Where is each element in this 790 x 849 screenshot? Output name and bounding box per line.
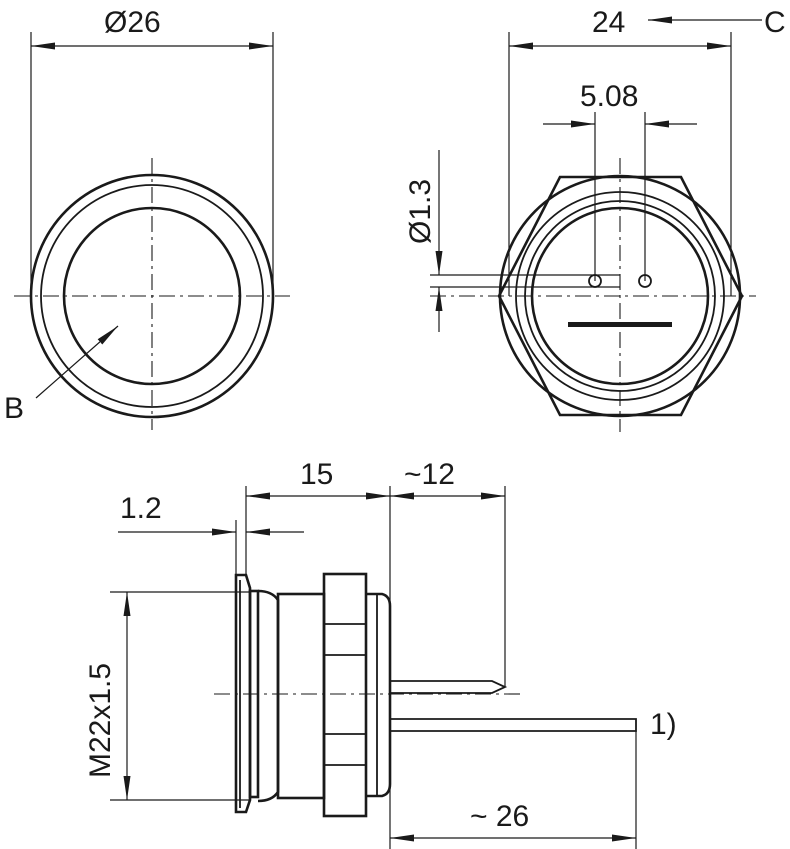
note-1: 1) xyxy=(650,708,677,741)
dim-pin-pitch: 5.08 xyxy=(580,80,638,113)
ref-label-c: C xyxy=(764,6,786,39)
dim-length-12: ~12 xyxy=(404,458,455,491)
dim-width-24: 24 xyxy=(592,6,625,39)
dim-thread-m22: M22x1.5 xyxy=(84,663,117,778)
dim-flange-1-2: 1.2 xyxy=(120,492,162,525)
dim-length-15: 15 xyxy=(300,458,333,491)
dim-diameter-26: Ø26 xyxy=(104,6,161,39)
rear-view xyxy=(430,16,762,432)
front-view xyxy=(14,32,290,430)
dim-length-26: ~ 26 xyxy=(470,800,529,833)
ref-label-b: B xyxy=(4,392,24,425)
side-view xyxy=(110,486,637,849)
dim-pin-diameter: Ø1.3 xyxy=(404,179,437,244)
